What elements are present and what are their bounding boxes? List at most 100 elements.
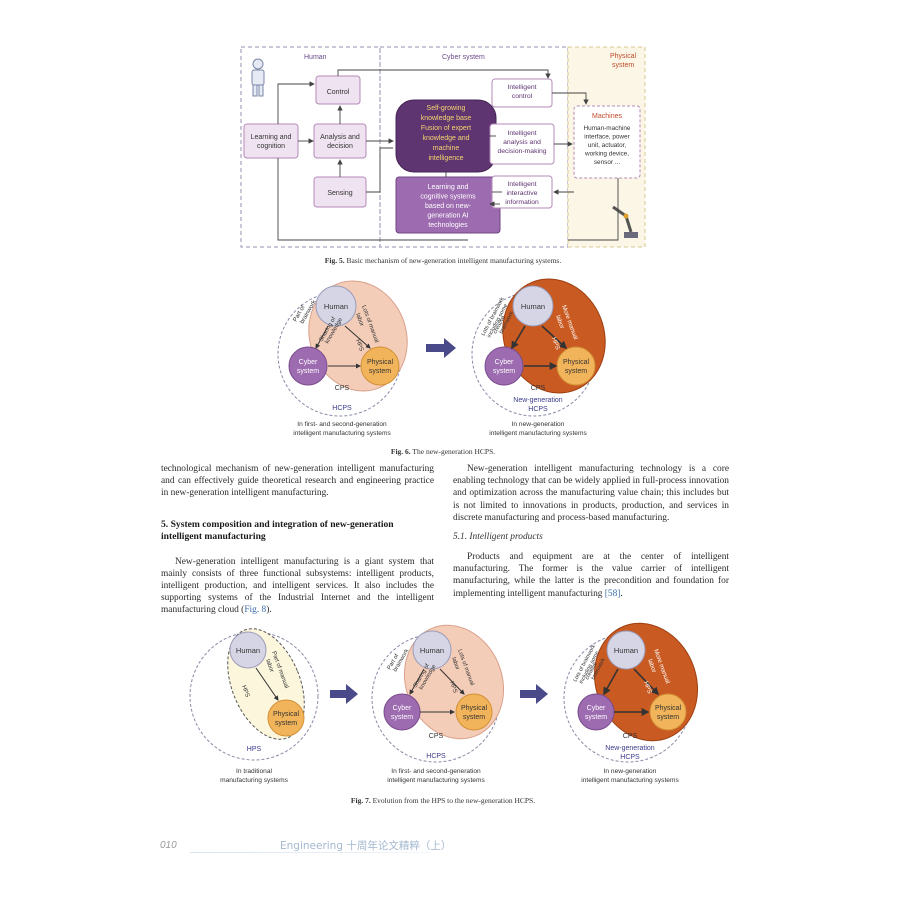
- fig6-left-human-label: Human: [324, 302, 348, 311]
- right-p2-text: Products and equipment are at the center…: [453, 552, 729, 599]
- figure-7-diagram: Human Physical system Part of manual lab…: [189, 622, 699, 784]
- knowledge-base-text-line-4: knowledge and: [422, 135, 469, 142]
- left-p2-end: ).: [266, 605, 272, 616]
- fig7-right-caption-l1: In new-generation: [604, 768, 657, 775]
- analysis-box-l1: Analysis and: [320, 134, 360, 141]
- sensing-box: Sensing: [327, 190, 352, 197]
- fig6-left-caption-l1: In first- and second-generation: [297, 421, 387, 428]
- fig7-hps-bottom-label: HPS: [247, 746, 262, 753]
- machines-text-line-1: Human-machine: [584, 125, 631, 132]
- fig7-mid-hps: HPS: [448, 681, 458, 694]
- fig6-left-hps: HPS: [354, 339, 364, 353]
- footer-rule: [190, 852, 430, 853]
- intelligent-interactive-text-line-2: interactive: [507, 190, 538, 197]
- figure-5-diagram: Human Cyber system Physical system Contr…: [240, 46, 646, 248]
- fig7-right-cyber-l1: Cyber: [587, 705, 606, 712]
- fig7-right-human: Human: [614, 646, 638, 655]
- right-p2-end: .: [620, 588, 623, 599]
- right-paragraph-2: Products and equipment are at the center…: [453, 551, 729, 600]
- fig6-right-hcps: [471, 278, 606, 417]
- left-paragraph-2: New-generation intelligent manufacturing…: [161, 556, 434, 617]
- fig6-left-caption-l2: intelligent manufacturing systems: [293, 430, 391, 437]
- fig7-hps-manual-l2: labor: [264, 659, 274, 674]
- fig7-mid-cps: CPS: [429, 733, 444, 740]
- ref-58-link[interactable]: [58]: [604, 588, 621, 599]
- knowledge-base-text-line-3: Fusion of expert: [421, 125, 471, 132]
- fig7-right-cyber-l2: system: [585, 714, 607, 721]
- fig6-right-cyber-l1: Cyber: [495, 359, 514, 366]
- fig7-mid-physical-l1: Physical: [461, 705, 488, 712]
- fig7-left-caption-l2: manufacturing systems: [220, 777, 288, 784]
- fig6-right-hcps: HCPS: [528, 406, 548, 413]
- fig7-caption-label: Fig. 7.: [350, 796, 371, 805]
- left-column: technological mechanism of new-generatio…: [161, 463, 434, 617]
- fig7-mid-caption-l1: In first- and second-generation: [391, 768, 481, 775]
- fig6-left-cps: CPS: [335, 385, 350, 392]
- knowledge-base-text-line-6: intelligence: [428, 155, 463, 162]
- learning-cognitive-text-line-3: based on new-: [425, 203, 472, 210]
- transition-arrow-icon: [426, 338, 456, 358]
- fig6-left-hcps: [277, 280, 408, 417]
- fig8-link[interactable]: Fig. 8: [244, 605, 267, 616]
- right-paragraph-1: New-generation intelligent manufacturing…: [453, 464, 729, 523]
- fig7-mid-hcps: HCPS: [426, 753, 446, 760]
- fig7-hps-hps-label: HPS: [240, 685, 250, 699]
- machines-box: [573, 105, 641, 179]
- fig6-caption-text: The new-generation HCPS.: [412, 447, 496, 456]
- fig6-right-cps: CPS: [531, 385, 546, 392]
- fig6-left-manual-l2: labor: [354, 313, 364, 328]
- learning-cognitive-text-line-1: Learning and: [428, 184, 469, 191]
- fig7-mid-manual-l2: labor: [450, 657, 460, 671]
- robot-arm-icon: [612, 205, 638, 238]
- machines-text-line-5: sensor ...: [594, 159, 621, 166]
- knowledge-base-text-line-2: knowledge base: [421, 115, 472, 122]
- fig7-hps-human: Human: [236, 646, 260, 655]
- fig5-caption-label: Fig. 5.: [324, 256, 345, 265]
- learning-box-l1: Learning and: [251, 134, 292, 141]
- learning-cognitive-text-line-2: cognitive systems: [420, 194, 476, 201]
- fig6-left-physical-l2: system: [369, 368, 391, 375]
- machines-title: Machines: [592, 113, 622, 120]
- intelligent-control-text-line-2: control: [512, 93, 533, 100]
- fig6-right-caption-l2: intelligent manufacturing systems: [489, 430, 587, 437]
- figure-5-caption: Fig. 5. Basic mechanism of new-generatio…: [238, 256, 648, 265]
- intelligent-control-text-line-1: Intelligent: [507, 84, 536, 91]
- fig6-left-hcps: HCPS: [332, 405, 352, 412]
- fig6-right-hps: HPS: [550, 336, 561, 350]
- intelligent-analysis-text-line-3: decision-making: [497, 148, 546, 155]
- machines-text-line-2: interface, power: [584, 134, 630, 141]
- fig7-mid-human: Human: [420, 646, 444, 655]
- fig7-hps-panel: [189, 628, 319, 761]
- fig6-caption-label: Fig. 6.: [390, 447, 411, 456]
- fig6-left-cyber-l2: system: [297, 368, 319, 375]
- machines-text-line-4: working device,: [584, 151, 629, 158]
- fig7-hps-physical-l1: Physical: [273, 711, 300, 718]
- learning-cognitive-text-line-4: generation AI: [427, 213, 468, 220]
- journal-title: Engineering 十周年论文精粹（上）: [280, 840, 452, 852]
- fig7-left-caption-l1: In traditional: [236, 768, 272, 775]
- fig5-caption-text: Basic mechanism of new-generation intell…: [346, 256, 562, 265]
- fig7-newgen-panel: [563, 622, 699, 763]
- knowledge-base-text-line-1: Self-growing: [427, 105, 466, 112]
- fig7-right-hps: HPS: [642, 680, 653, 694]
- fig6-right-cyber-l2: system: [493, 368, 515, 375]
- fig6-right-physical-l2: system: [565, 368, 587, 375]
- fig7-right-hcps: HCPS: [620, 754, 640, 761]
- right-column: New-generation intelligent manufacturing…: [453, 463, 729, 600]
- left-paragraph-1: technological mechanism of new-generatio…: [161, 464, 434, 499]
- knowledge-base-text-line-5: machine: [433, 145, 460, 152]
- fig6-right-human-label: Human: [521, 302, 545, 311]
- analysis-box-l2: decision: [327, 143, 353, 150]
- human-figure-icon: [251, 58, 265, 97]
- fig7-hcps-panel: [371, 624, 505, 763]
- fig7-right-cps: CPS: [623, 733, 638, 740]
- fig6-right-physical-l1: Physical: [563, 359, 590, 366]
- region-label-cyber: Cyber system: [442, 54, 485, 61]
- page-number: 010: [160, 840, 177, 851]
- fig7-mid-caption-l2: intelligent manufacturing systems: [387, 777, 485, 784]
- subsection-5-1-heading: 5.1. Intelligent products: [453, 532, 543, 543]
